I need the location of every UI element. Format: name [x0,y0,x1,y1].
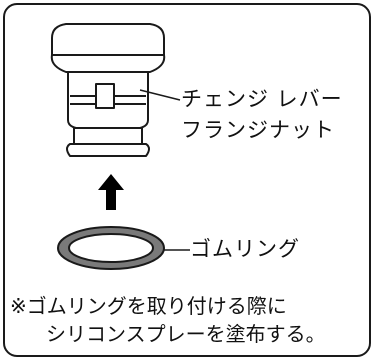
leader-line-lever [139,89,181,101]
note-line-1: ※ゴムリングを取り付ける際に [10,294,287,318]
flange-nut-window [95,83,115,109]
label-lever-flange-line2: フランジナット [181,118,335,142]
flange-nut-bottom [66,143,150,157]
note-line-2: シリコンスプレーを塗布する。 [46,322,326,346]
note-text: ※ゴムリングを取り付ける際に シリコンスプレーを塗布する。 [10,292,370,348]
flange-nut-cap [51,23,165,56]
flange-nut-collar [73,127,143,145]
rounded-frame [3,3,371,357]
flange-nut-part [50,23,181,157]
rubber-ring-inner [68,233,154,263]
label-rubber-ring: ゴムリング [190,237,300,261]
rubber-ring-part [57,226,190,270]
flange-nut-flare [50,54,166,73]
arrow-up-icon [98,174,124,210]
label-lever-flange-line1: チェンジ レバー [181,87,343,111]
